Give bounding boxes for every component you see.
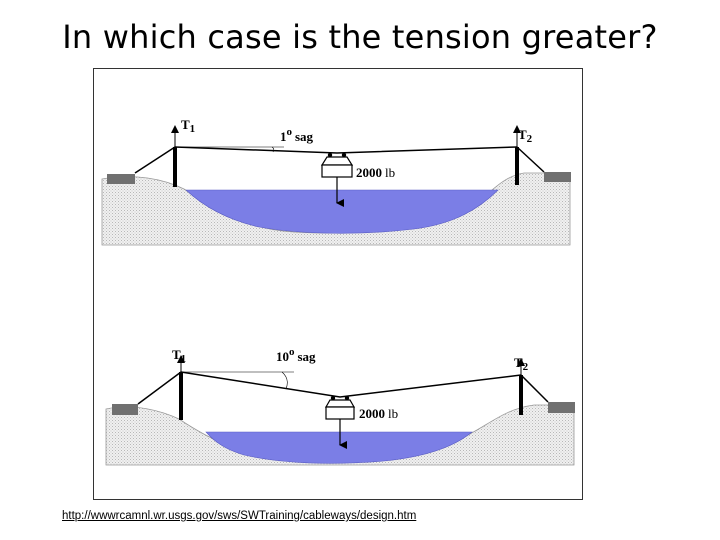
top-t2-arrowhead: [513, 125, 521, 133]
top-sag-arc: [271, 146, 275, 153]
bottom-right-tower: [519, 375, 523, 415]
bottom-right-anchor-block: [548, 402, 575, 413]
bottom-t1-arrowhead: [177, 355, 185, 363]
bottom-right-guy-wire: [520, 374, 549, 403]
bottom-left-anchor-block: [112, 404, 138, 415]
bottom-left-tower: [179, 372, 183, 420]
bottom-cable: [180, 371, 522, 398]
slide-title: In which case is the tension greater?: [62, 18, 658, 56]
bottom-sag-arc: [281, 371, 288, 390]
top-left-guy-wire: [134, 146, 176, 174]
top-water: [185, 189, 499, 234]
top-left-anchor-block: [107, 174, 135, 184]
source-url-link[interactable]: http://wwwrcamnl.wr.usgs.gov/sws/SWTrain…: [62, 510, 417, 522]
top-t2-label: T2: [518, 127, 533, 145]
top-right-tower: [515, 147, 519, 185]
bottom-t2-label: T2: [514, 355, 529, 373]
top-t1-arrowhead: [171, 125, 179, 133]
top-cable: [174, 146, 518, 154]
top-left-tower: [173, 147, 177, 187]
top-right-anchor-block: [544, 172, 571, 182]
bottom-t2-arrowhead: [517, 358, 525, 366]
top-t1-label: T1: [181, 117, 195, 135]
bottom-t1-label: T1: [172, 347, 186, 365]
top-right-guy-wire: [516, 146, 545, 173]
bottom-left-guy-wire: [137, 371, 182, 405]
bottom-load-carriage: [324, 395, 356, 449]
top-load-carriage: [320, 152, 354, 207]
